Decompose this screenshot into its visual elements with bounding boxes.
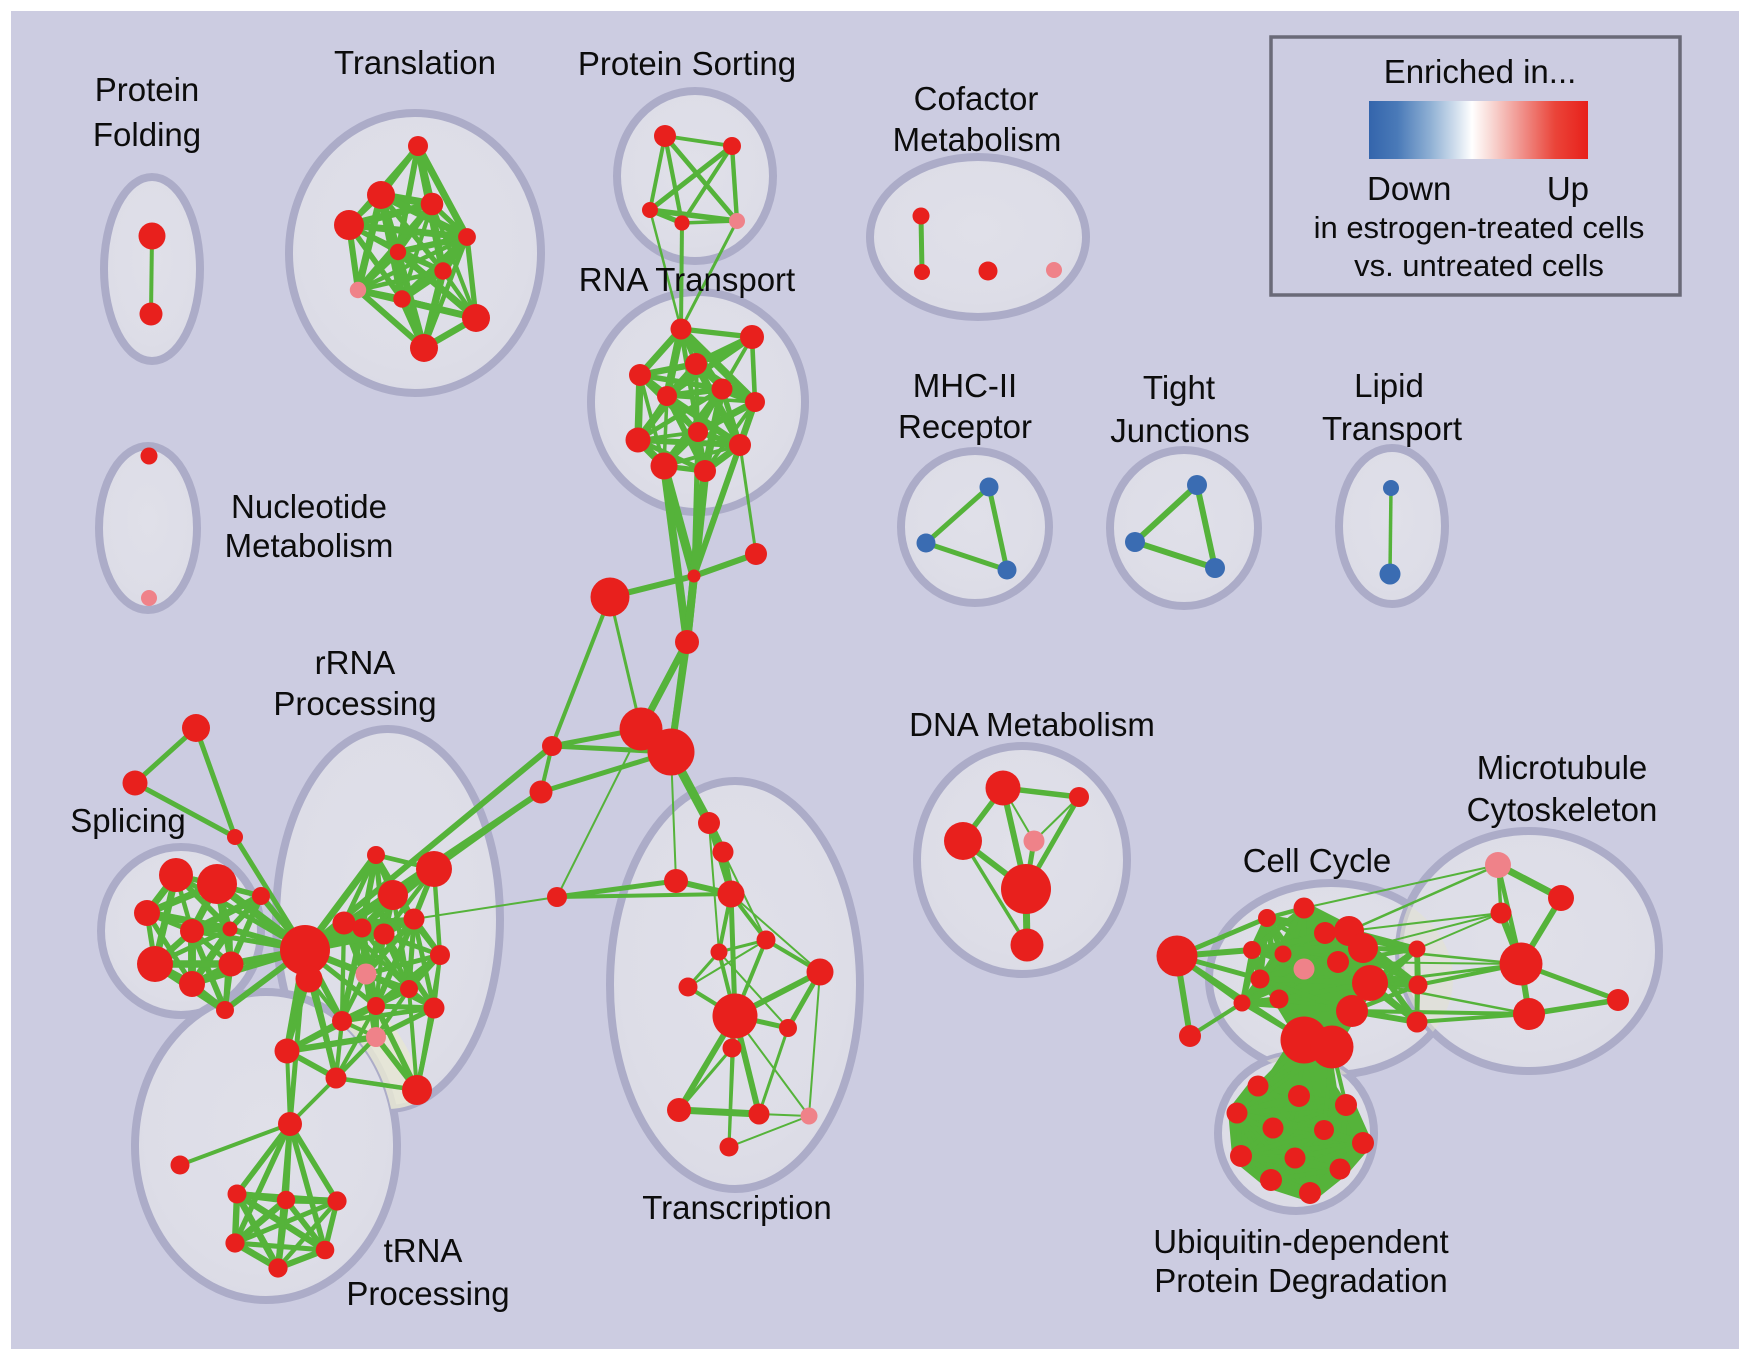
svg-text:Microtubule: Microtubule bbox=[1477, 749, 1648, 786]
svg-text:Cofactor: Cofactor bbox=[914, 80, 1039, 117]
svg-text:vs. untreated cells: vs. untreated cells bbox=[1354, 248, 1604, 283]
svg-text:Protein Degradation: Protein Degradation bbox=[1154, 1262, 1448, 1299]
svg-text:Ubiquitin-dependent: Ubiquitin-dependent bbox=[1153, 1223, 1448, 1260]
svg-text:Protein Sorting: Protein Sorting bbox=[578, 45, 796, 82]
svg-text:tRNA: tRNA bbox=[384, 1232, 463, 1269]
svg-text:Receptor: Receptor bbox=[898, 408, 1032, 445]
svg-text:Splicing: Splicing bbox=[70, 802, 186, 839]
svg-text:Transport: Transport bbox=[1322, 410, 1462, 447]
svg-text:rRNA: rRNA bbox=[315, 644, 396, 681]
svg-text:Cytoskeleton: Cytoskeleton bbox=[1467, 791, 1658, 828]
svg-text:Junctions: Junctions bbox=[1110, 412, 1249, 449]
svg-text:Tight: Tight bbox=[1143, 369, 1215, 406]
svg-text:Nucleotide: Nucleotide bbox=[231, 488, 387, 525]
svg-text:Protein: Protein bbox=[95, 71, 200, 108]
svg-text:Processing: Processing bbox=[346, 1275, 509, 1312]
svg-text:Folding: Folding bbox=[93, 116, 201, 153]
svg-text:Transcription: Transcription bbox=[642, 1189, 832, 1226]
svg-text:Cell Cycle: Cell Cycle bbox=[1243, 842, 1392, 879]
svg-text:Metabolism: Metabolism bbox=[225, 527, 394, 564]
svg-text:MHC-II: MHC-II bbox=[913, 367, 1017, 404]
svg-text:in estrogen-treated cells: in estrogen-treated cells bbox=[1314, 210, 1645, 245]
svg-text:Metabolism: Metabolism bbox=[893, 121, 1062, 158]
svg-text:Processing: Processing bbox=[273, 685, 436, 722]
svg-text:RNA Transport: RNA Transport bbox=[579, 261, 795, 298]
svg-text:Translation: Translation bbox=[334, 44, 496, 81]
svg-text:DNA Metabolism: DNA Metabolism bbox=[909, 706, 1155, 743]
svg-text:Lipid: Lipid bbox=[1354, 367, 1424, 404]
svg-text:Down: Down bbox=[1367, 170, 1451, 207]
svg-text:Up: Up bbox=[1547, 170, 1589, 207]
svg-text:Enriched in...: Enriched in... bbox=[1384, 53, 1577, 90]
